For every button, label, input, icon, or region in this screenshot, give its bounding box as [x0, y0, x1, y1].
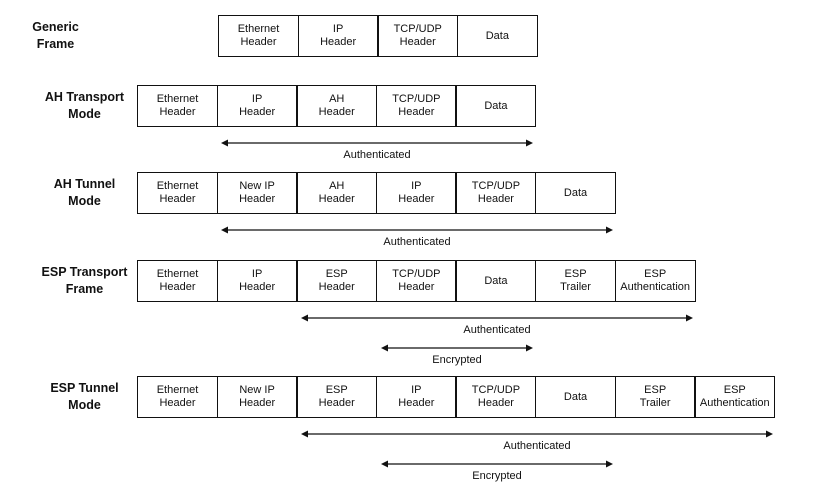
coverage-span: Authenticated	[301, 314, 693, 342]
double-arrow-icon	[381, 344, 533, 352]
coverage-span: Encrypted	[381, 460, 613, 488]
frame-field: ESP Authentication	[694, 376, 776, 418]
double-arrow-icon	[301, 314, 693, 322]
frame-field: IP Header	[216, 260, 298, 302]
frame-field: AH Header	[296, 85, 378, 127]
frame-field: Data	[535, 172, 617, 214]
frame-field: Ethernet Header	[137, 172, 218, 214]
coverage-span: Authenticated	[221, 226, 613, 254]
double-arrow-icon	[221, 226, 613, 234]
span-label: Authenticated	[383, 236, 451, 248]
frame-field: Ethernet Header	[137, 260, 218, 302]
frame-label: Generic Frame	[32, 20, 79, 51]
span-label: Encrypted	[472, 470, 522, 482]
frame-field: ESP Trailer	[535, 260, 617, 302]
frame-field: Data	[455, 85, 537, 127]
frame-field: New IP Header	[216, 376, 298, 418]
frame-field: TCP/UDP Header	[455, 376, 537, 418]
frame-field: IP Header	[297, 15, 379, 57]
span-label: Authenticated	[463, 324, 531, 336]
frame-field: Ethernet Header	[218, 15, 299, 57]
coverage-span: Authenticated	[301, 430, 773, 458]
frame-field: New IP Header	[216, 172, 298, 214]
frame-field: TCP/UDP Header	[375, 260, 457, 302]
frame-label: ESP Tunnel Mode	[50, 381, 119, 412]
double-arrow-icon	[381, 460, 613, 468]
frame-field: Data	[455, 260, 537, 302]
frame-field: IP Header	[375, 172, 457, 214]
frame-field: Data	[535, 376, 617, 418]
span-label: Authenticated	[343, 149, 411, 161]
span-label: Encrypted	[432, 354, 482, 366]
coverage-span: Encrypted	[381, 344, 533, 372]
frame-field: ESP Header	[296, 376, 378, 418]
frame-field: AH Header	[296, 172, 378, 214]
double-arrow-icon	[221, 139, 533, 147]
frame-label: ESP Transport Frame	[41, 265, 128, 296]
frame-label: AH Transport Mode	[44, 90, 125, 121]
frame-field: TCP/UDP Header	[455, 172, 537, 214]
span-label: Authenticated	[503, 440, 571, 452]
double-arrow-icon	[301, 430, 773, 438]
frame-field: ESP Trailer	[614, 376, 696, 418]
frame-field: ESP Authentication	[614, 260, 696, 302]
frame-field: ESP Header	[296, 260, 378, 302]
frame-field: Ethernet Header	[137, 85, 218, 127]
frame-label: AH Tunnel Mode	[53, 177, 116, 208]
frame-field: Data	[456, 15, 538, 57]
frame-field: Ethernet Header	[137, 376, 218, 418]
frame-field: TCP/UDP Header	[375, 85, 457, 127]
frame-field: TCP/UDP Header	[377, 15, 459, 57]
frame-field: IP Header	[216, 85, 298, 127]
coverage-span: Authenticated	[221, 139, 533, 167]
frame-field: IP Header	[375, 376, 457, 418]
